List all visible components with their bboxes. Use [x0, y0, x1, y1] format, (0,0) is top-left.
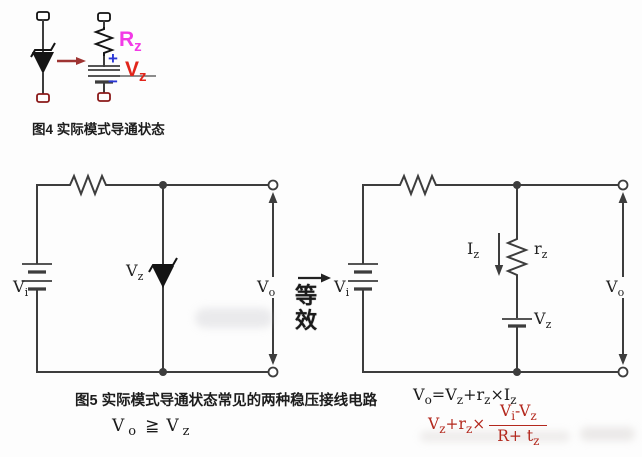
terminal-icon [36, 11, 50, 21]
equivalence-char-2: 效 [295, 308, 318, 333]
fraction-numerator: Vi-Vz [500, 402, 537, 424]
equivalent-arrow-icon [57, 57, 86, 65]
terminal-icon [36, 93, 50, 103]
iz-label: Iz [467, 239, 480, 262]
output-terminal-icon [267, 179, 279, 191]
resistor-rz-icon [505, 235, 529, 279]
terminal-icon [97, 12, 111, 22]
watermark-smudge [420, 431, 570, 442]
iz-current-arrow-icon [494, 233, 504, 276]
rz-label: Rz [119, 28, 142, 56]
zener-diode-icon [30, 42, 56, 74]
terminal-icon [97, 92, 111, 102]
figure4-caption: 图4 实际模式导通状态 [32, 122, 165, 137]
figure5-caption: 图5 实际模式导通状态常见的两种稳压接线电路 [75, 393, 378, 409]
vo-arrow-icon [268, 192, 278, 365]
vo-arrow-icon [618, 192, 628, 365]
vo-label: Vo [606, 277, 625, 300]
battery-vz-icon [88, 65, 156, 84]
resistor-rz-icon [93, 27, 115, 57]
figure4-diode-branch [30, 11, 56, 103]
output-terminal-icon [617, 179, 629, 191]
zener-diode-icon [148, 257, 178, 288]
vi-label: Vi [13, 277, 29, 300]
iz-equation-formula: Vz+rz× Vi-Vz R+ tz [428, 402, 548, 449]
battery-vi-icon [348, 263, 378, 291]
vz-label: Vz [125, 58, 147, 86]
plus-label: + [108, 49, 118, 68]
iz-equation-left: Vz+rz× [428, 414, 486, 436]
fraction: Vi-Vz R+ tz [489, 402, 548, 449]
equivalence-arrow-icon [298, 273, 331, 283]
junction-dot [513, 181, 521, 189]
rz-label: rz [534, 239, 548, 262]
minus-label: − [108, 72, 118, 91]
equivalence-char-1: 等 [295, 283, 318, 308]
junction-dot [159, 368, 167, 376]
fraction-denominator: R+ tz [489, 425, 548, 448]
battery-vz-icon [502, 318, 532, 328]
watermark-smudge [580, 427, 635, 441]
junction-dot [513, 368, 521, 376]
vo-equation-formula: Vo=Vz+rz×Iz [413, 385, 517, 408]
vz-label: Vz [534, 309, 552, 332]
resistor-icon [395, 173, 443, 197]
watermark-smudge [195, 308, 273, 328]
vi-label: Vi [334, 277, 350, 300]
gte-symbol: ≧ [145, 416, 160, 436]
figure5-left-circuit [22, 173, 279, 378]
junction-dot [159, 181, 167, 189]
output-terminal-icon [267, 366, 279, 378]
figure5-right-circuit [348, 173, 629, 378]
figure4-model-branch [88, 12, 156, 102]
vo-label: Vo [257, 277, 276, 300]
output-terminal-icon [617, 366, 629, 378]
resistor-icon [65, 173, 113, 197]
vz-label: Vz [126, 261, 144, 284]
